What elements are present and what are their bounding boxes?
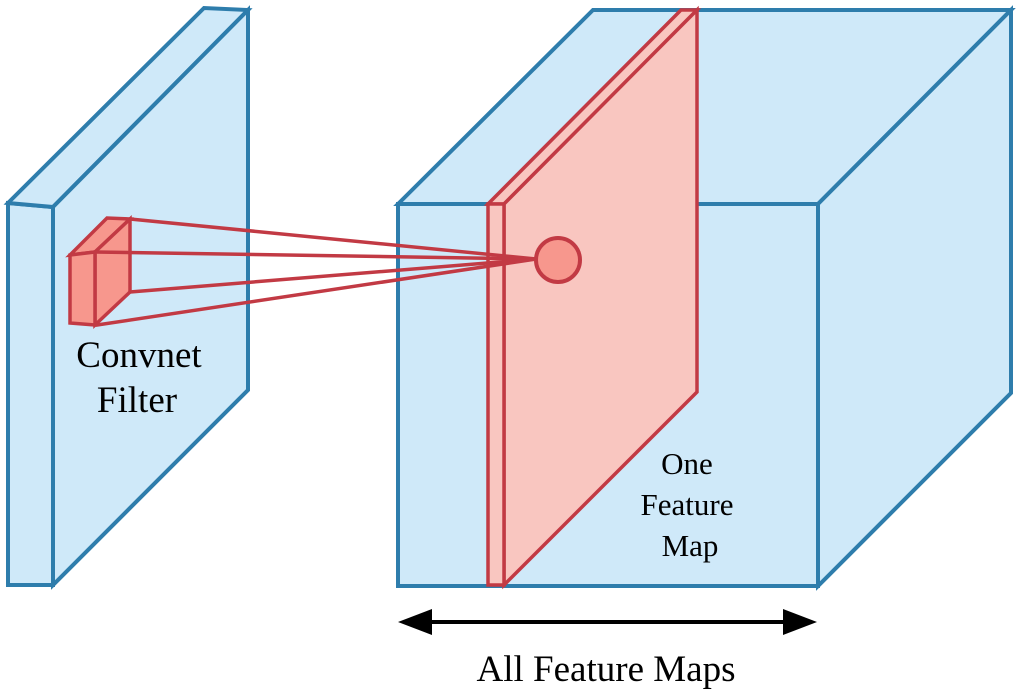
one-feature-map-label-line3: Map <box>662 528 719 563</box>
receptive-field-line-1 <box>128 217 538 261</box>
receptive-field-line-4 <box>95 257 538 327</box>
receptive-field-line-3 <box>128 257 538 294</box>
convnet-filter-label-line1: Convnet <box>76 335 202 376</box>
arrow-right-head-icon <box>783 609 817 635</box>
input-layer-main-face <box>51 5 250 590</box>
filter-front-face <box>68 250 97 327</box>
neuron-circle <box>534 236 582 284</box>
one-feature-map-label-line1: One <box>661 446 713 481</box>
diagram-labels: Convnet Filter One Feature Map All Featu… <box>76 335 735 690</box>
input-layer-slab <box>3 5 253 590</box>
receptive-field-lines <box>93 217 538 327</box>
arrow-left-head-icon <box>398 609 432 635</box>
receptive-field-line-2 <box>93 250 538 261</box>
all-feature-maps-arrow <box>398 609 817 635</box>
convnet-filter-label-line2: Filter <box>97 380 177 421</box>
feature-map-plane-front-strip <box>486 202 506 587</box>
one-feature-map-label-line2: Feature <box>641 487 734 522</box>
one-feature-map-plane <box>483 5 702 590</box>
input-layer-side-face <box>6 200 55 587</box>
all-feature-maps-label: All Feature Maps <box>477 649 736 690</box>
